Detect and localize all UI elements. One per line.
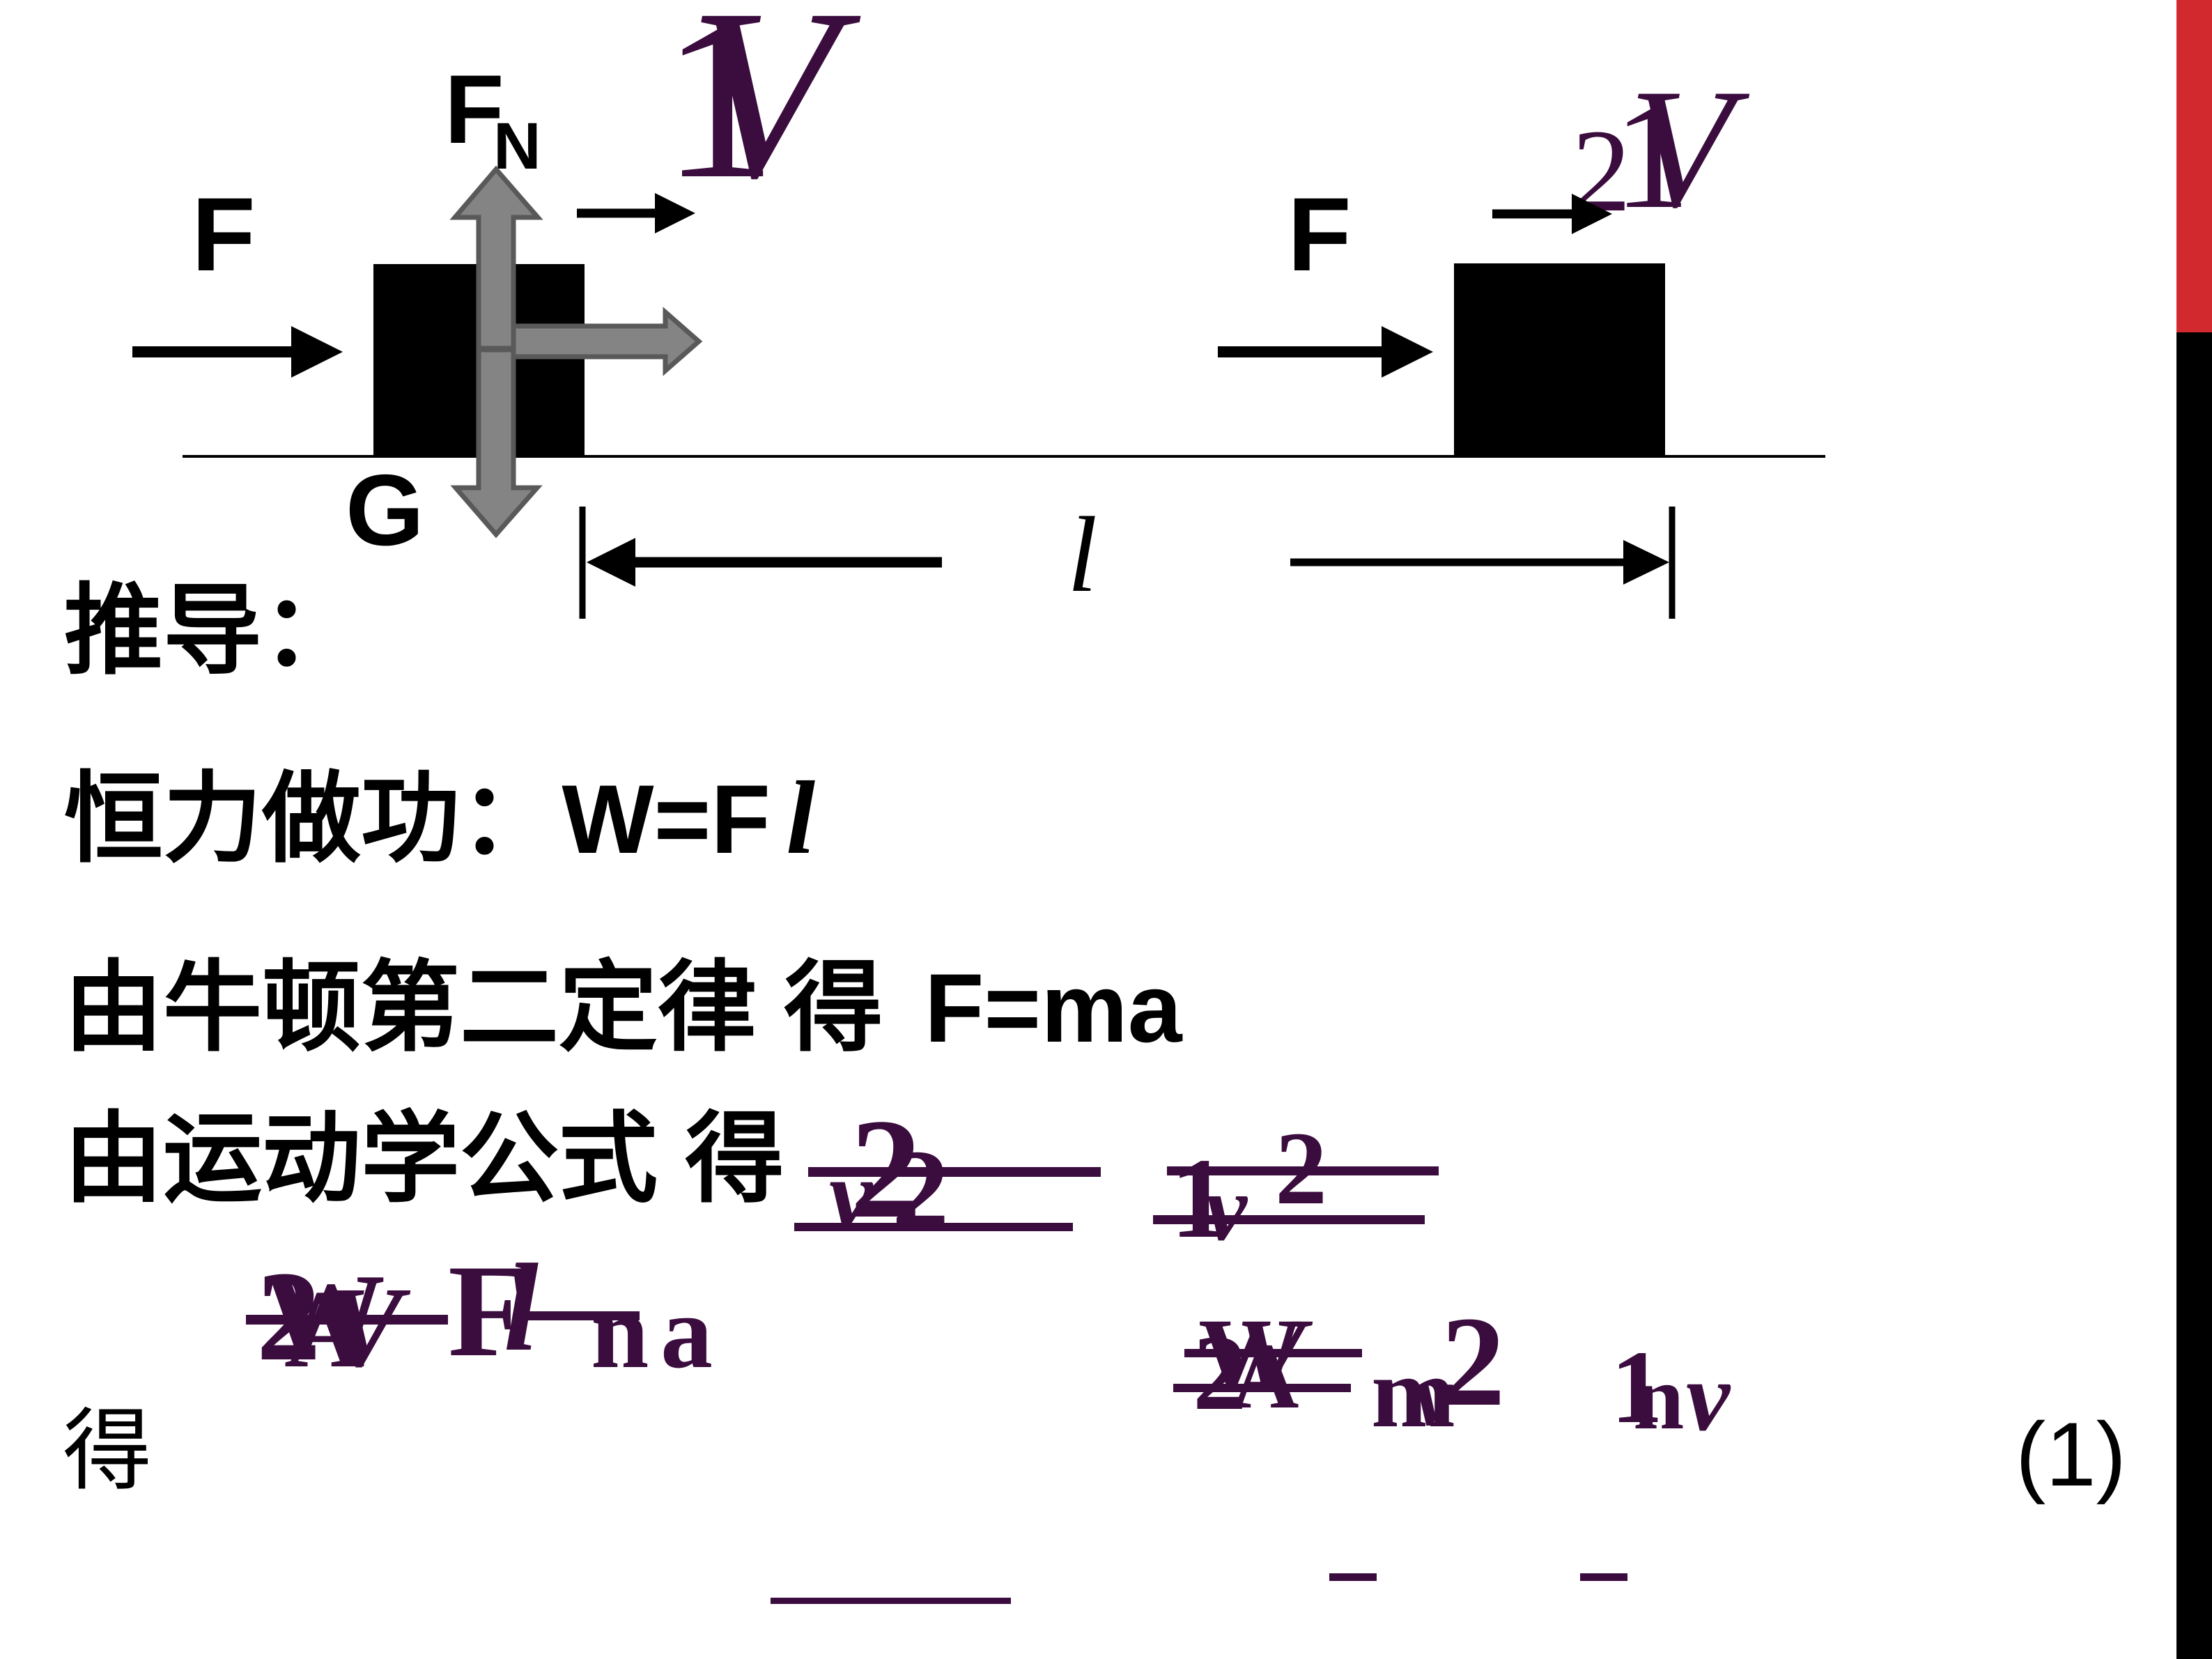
heading-derivation: 推导： <box>64 576 361 686</box>
normal-force-label: F <box>444 54 504 164</box>
garbled-glyph: a <box>660 1274 713 1390</box>
velocity-left-label: V <box>688 0 864 229</box>
length-label: l <box>1067 495 1097 615</box>
dimension-arrowhead-right <box>1623 540 1669 585</box>
equation-number: (1) <box>2016 1403 2126 1505</box>
kinematics-line: 由运动学公式 得 <box>64 1104 784 1214</box>
work-line-text: 恒力做功： <box>64 764 559 874</box>
garbled-glyph: 1 <box>1611 1329 1663 1445</box>
garbled-bar <box>1184 1349 1362 1357</box>
garbled-bar <box>528 1311 640 1320</box>
newton-line-text: 由牛顿第二定律 得 <box>64 952 883 1063</box>
gray-horizontal-arrow <box>485 307 703 376</box>
force-left-label: F <box>192 176 256 293</box>
velocity-left-stem: 1 <box>662 0 777 226</box>
garbled-bar <box>808 1167 1101 1177</box>
right-block <box>1454 263 1665 455</box>
formula-underline-fragment <box>1329 1573 1377 1581</box>
garbled-bar <box>1167 1166 1439 1175</box>
garbled-glyph: A <box>284 1267 365 1391</box>
garbled-bar <box>794 1223 1073 1231</box>
gray-down-arrow <box>450 347 543 539</box>
velocity-right-label: V <box>1629 54 1750 242</box>
gray-up-arrow <box>449 165 543 351</box>
gravity-label: G <box>346 454 424 566</box>
garbled-glyph: 2 <box>1193 1313 1247 1433</box>
garbled-glyph: m <box>1371 1337 1455 1449</box>
newton-law-line: 由牛顿第二定律 得 F=ma <box>64 952 1182 1065</box>
garbled-glyph: F <box>448 1238 529 1384</box>
force-diagram: F F N G 1 V F 2 1 V l <box>132 0 1825 619</box>
garbled-glyph: 1 <box>1170 1134 1228 1262</box>
garbled-glyph: V <box>326 1263 403 1391</box>
garbled-glyph: v <box>1205 1157 1247 1260</box>
garbled-glyph: A <box>1231 1325 1299 1428</box>
garbled-bar <box>1153 1215 1425 1224</box>
velocity-right-arrowhead <box>1572 194 1612 234</box>
velocity-right-stem: 1 <box>1614 70 1690 240</box>
force-left-arrowhead <box>291 326 343 378</box>
accent-bar-red <box>2176 0 2212 332</box>
formula-underline-fragment <box>1580 1573 1627 1581</box>
result-line-text: 得 <box>63 1402 153 1501</box>
work-equation-length: l <box>786 760 816 876</box>
garbled-glyph: n <box>591 1274 649 1390</box>
force-right-arrowhead <box>1382 326 1433 378</box>
formula-underline-fragment <box>771 1598 1011 1604</box>
garbled-glyph: v <box>1686 1341 1731 1451</box>
garbled-glyph: n <box>1633 1346 1685 1449</box>
garbled-bar <box>1173 1384 1351 1392</box>
garbled-glyph: v <box>1414 1348 1453 1444</box>
newton-equation: F=ma <box>924 953 1182 1063</box>
accent-bar-black <box>2176 332 2212 1659</box>
garbled-glyph: l <box>504 1238 539 1377</box>
garbled-glyph: 2 <box>1441 1290 1506 1433</box>
velocity-left-arrowhead <box>655 193 695 233</box>
force-right-label: F <box>1287 176 1352 293</box>
work-formula-line: 恒力做功： W=F l <box>64 758 815 878</box>
work-equation: W=F <box>562 764 771 874</box>
garbled-bar <box>246 1315 448 1325</box>
normal-force-subscript: N <box>493 109 541 183</box>
dimension-arrowhead-left <box>587 538 635 587</box>
